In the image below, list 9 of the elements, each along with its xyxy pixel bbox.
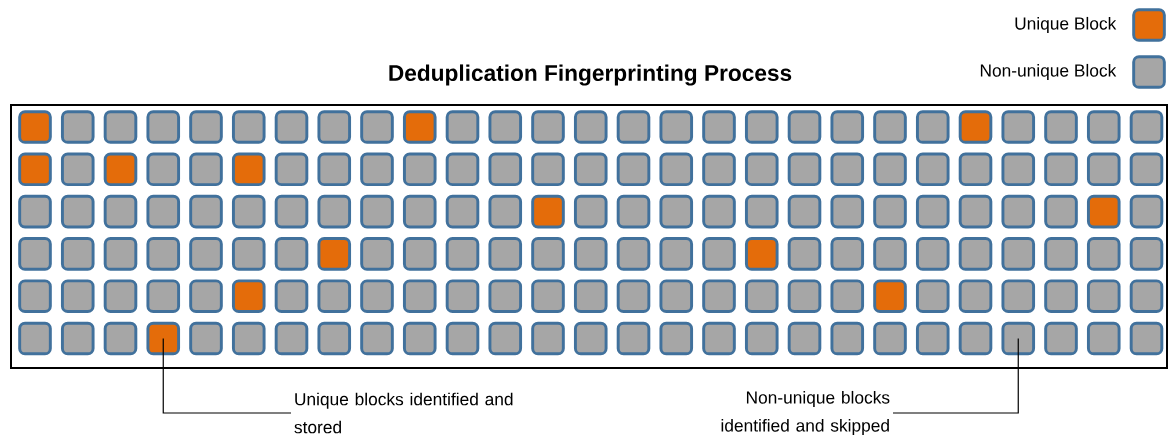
legend-label: Unique Block xyxy=(1015,16,1117,34)
callout-text: Non-unique blocks identified and skipped xyxy=(721,390,890,436)
data-block xyxy=(1001,321,1036,356)
data-block xyxy=(146,321,181,356)
title: Deduplication Fingerprinting Process xyxy=(389,64,792,86)
legend-label: Non-unique Block xyxy=(980,63,1117,81)
callout-text: Unique blocks identified and stored xyxy=(294,392,513,434)
leader-line xyxy=(162,337,292,414)
leader-line xyxy=(892,337,1019,414)
